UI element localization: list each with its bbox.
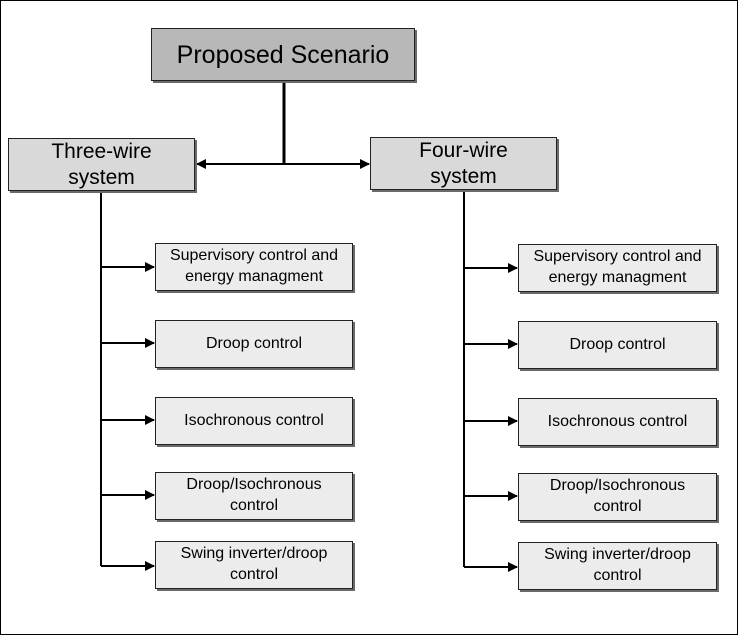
four-wire-droop-node: Droop control <box>518 321 717 369</box>
root-node: Proposed Scenario <box>151 28 415 81</box>
three-wire-swing-inverter-node: Swing inverter/droop control <box>155 541 353 589</box>
three-wire-supervisory-node: Supervisory control and energy managment <box>155 243 353 291</box>
three-wire-isochronous-node: Isochronous control <box>155 397 353 445</box>
four-wire-droop-isochronous-node: Droop/Isochronous control <box>518 473 717 521</box>
three-wire-droop-isochronous-node: Droop/Isochronous control <box>155 472 353 520</box>
four-wire-node: Four-wire system <box>370 137 557 190</box>
three-wire-droop-node: Droop control <box>155 320 353 368</box>
four-wire-swing-inverter-node: Swing inverter/droop control <box>518 542 717 590</box>
three-wire-node: Three-wire system <box>8 138 195 191</box>
four-wire-isochronous-node: Isochronous control <box>518 398 717 446</box>
four-wire-supervisory-node: Supervisory control and energy managment <box>518 244 717 292</box>
